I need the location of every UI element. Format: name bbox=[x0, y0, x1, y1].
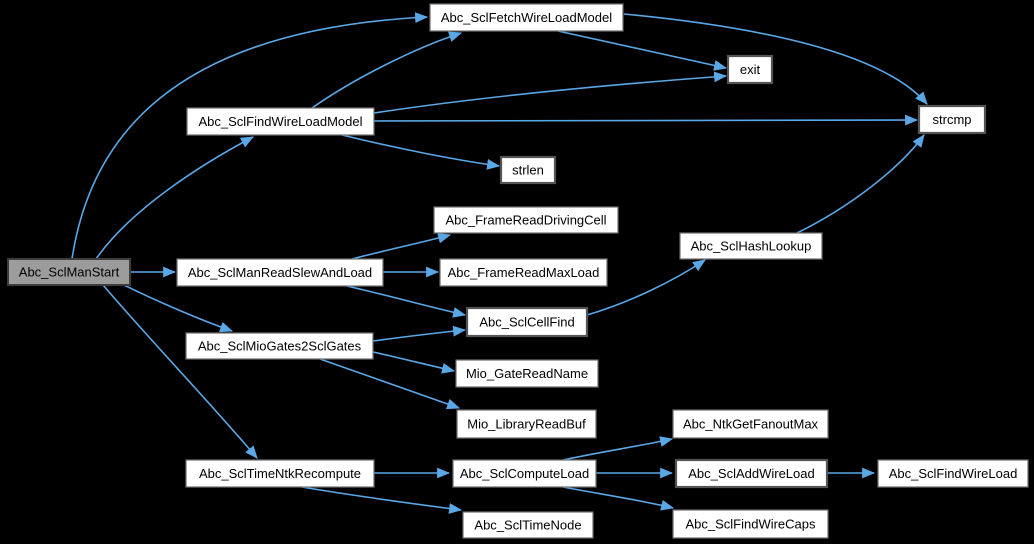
edges-layer bbox=[71, 12, 928, 514]
node-label-computeload: Abc_SclComputeLoad bbox=[460, 466, 589, 481]
node-label-fanoutmax: Abc_NtkGetFanoutMax bbox=[683, 417, 819, 432]
call-edge-readslew-to-drivingcell bbox=[351, 232, 452, 260]
call-edge-hashlookup-to-strcmp bbox=[796, 134, 925, 234]
node-box-miogates bbox=[185, 332, 374, 360]
node-box-fanoutmax bbox=[672, 409, 829, 439]
node-label-strcmp: strcmp bbox=[933, 112, 972, 127]
node-box-addwireload bbox=[674, 458, 829, 489]
call-edge-miogates-to-libreadbuf bbox=[319, 358, 461, 410]
node-box-cellfind bbox=[465, 306, 589, 338]
call-edge-timentk-to-timenode bbox=[301, 486, 463, 514]
node-box-hashlookup bbox=[679, 232, 823, 260]
node-box-maxload bbox=[439, 258, 608, 287]
node-label-addwireload: Abc_SclAddWireLoad bbox=[688, 466, 814, 481]
graph-node-miogates[interactable]: Abc_SclMioGates2SclGates bbox=[185, 332, 374, 360]
node-label-findwireload: Abc_SclFindWireLoad bbox=[889, 466, 1018, 481]
node-box-timentk bbox=[185, 459, 375, 488]
node-label-libreadbuf: Mio_LibraryReadBuf bbox=[467, 417, 586, 432]
graph-node-findwlm[interactable]: Abc_SclFindWireLoadModel bbox=[186, 107, 375, 136]
call-edge-fetch-to-strcmp bbox=[623, 13, 928, 105]
nodes-layer: Abc_SclManStart Abc_SclFetchWireLoadModel… bbox=[7, 3, 1029, 539]
graph-node-timenode[interactable]: Abc_SclTimeNode bbox=[462, 511, 594, 539]
graph-node-strcmp: strcmp bbox=[917, 104, 987, 135]
graph-node-findwireload[interactable]: Abc_SclFindWireLoad bbox=[877, 459, 1029, 488]
call-edge-manstart-to-miogates bbox=[119, 282, 234, 333]
call-edge-findwlm-to-strcmp bbox=[373, 114, 919, 126]
call-edge-manstart-to-timentk bbox=[102, 284, 258, 459]
graph-node-addwireload[interactable]: Abc_SclAddWireLoad bbox=[674, 458, 829, 489]
call-edge-computeload-to-fanoutmax bbox=[562, 436, 674, 461]
node-box-strcmp bbox=[917, 104, 987, 135]
node-label-timenode: Abc_SclTimeNode bbox=[474, 518, 581, 533]
call-edge-readslew-to-cellfind bbox=[346, 285, 467, 318]
node-box-timenode bbox=[462, 511, 594, 539]
node-box-gatereadname bbox=[455, 359, 599, 388]
graph-node-exit: exit bbox=[726, 54, 774, 85]
node-box-libreadbuf bbox=[456, 409, 597, 439]
node-label-fetch: Abc_SclFetchWireLoadModel bbox=[441, 10, 612, 25]
graph-node-fanoutmax[interactable]: Abc_NtkGetFanoutMax bbox=[672, 409, 829, 439]
call-edge-manstart-to-fetch bbox=[71, 12, 429, 260]
node-label-maxload: Abc_FrameReadMaxLoad bbox=[448, 265, 600, 280]
node-box-fetch bbox=[429, 3, 624, 32]
node-label-exit: exit bbox=[740, 62, 761, 77]
node-label-findwirecaps: Abc_SclFindWireCaps bbox=[685, 517, 816, 532]
graph-node-gatereadname[interactable]: Mio_GateReadName bbox=[455, 359, 599, 388]
node-box-findwlm bbox=[186, 107, 375, 136]
node-label-cellfind: Abc_SclCellFind bbox=[479, 315, 574, 330]
node-label-findwlm: Abc_SclFindWireLoadModel bbox=[198, 114, 362, 129]
node-label-manstart: Abc_SclManStart bbox=[19, 265, 120, 280]
node-label-drivingcell: Abc_FrameReadDrivingCell bbox=[445, 213, 606, 228]
node-box-drivingcell bbox=[433, 206, 619, 234]
node-label-readslew: Abc_SclManReadSlewAndLoad bbox=[188, 265, 372, 280]
node-label-strlen: strlen bbox=[512, 163, 544, 178]
node-box-readslew bbox=[176, 258, 384, 287]
node-label-timentk: Abc_SclTimeNtkRecompute bbox=[199, 466, 361, 481]
call-edge-fetch-to-exit bbox=[557, 30, 728, 71]
call-edge-miogates-to-cellfind bbox=[372, 325, 467, 342]
node-box-manstart bbox=[7, 258, 131, 286]
graph-node-cellfind[interactable]: Abc_SclCellFind bbox=[465, 306, 589, 338]
graph-node-libreadbuf[interactable]: Mio_LibraryReadBuf bbox=[456, 409, 597, 439]
node-box-exit bbox=[726, 54, 774, 85]
graph-node-hashlookup[interactable]: Abc_SclHashLookup bbox=[679, 232, 823, 260]
graph-node-timentk[interactable]: Abc_SclTimeNtkRecompute bbox=[185, 459, 375, 488]
call-edge-findwlm-to-strlen bbox=[341, 134, 501, 170]
call-edge-computeload-to-findwirecaps bbox=[562, 486, 675, 511]
node-box-findwireload bbox=[877, 459, 1029, 488]
call-edge-findwlm-to-exit bbox=[373, 71, 728, 114]
graph-node-maxload[interactable]: Abc_FrameReadMaxLoad bbox=[439, 258, 608, 287]
node-label-gatereadname: Mio_GateReadName bbox=[466, 366, 588, 381]
call-edge-cellfind-to-hashlookup bbox=[586, 259, 706, 316]
graph-node-computeload[interactable]: Abc_SclComputeLoad bbox=[452, 459, 597, 488]
call-edge-manstart-to-findwlm bbox=[95, 136, 254, 260]
node-label-miogates: Abc_SclMioGates2SclGates bbox=[198, 339, 362, 354]
call-edge-findwlm-to-fetch bbox=[311, 31, 463, 109]
graph-node-fetch[interactable]: Abc_SclFetchWireLoadModel bbox=[429, 3, 624, 32]
graph-node-findwirecaps[interactable]: Abc_SclFindWireCaps bbox=[672, 509, 829, 539]
node-box-strlen bbox=[499, 155, 557, 185]
call-edge-miogates-to-gatereadname bbox=[372, 351, 456, 374]
graph-node-manstart: Abc_SclManStart bbox=[7, 258, 131, 286]
graph-node-drivingcell[interactable]: Abc_FrameReadDrivingCell bbox=[433, 206, 619, 234]
node-box-computeload bbox=[452, 459, 597, 488]
node-label-hashlookup: Abc_SclHashLookup bbox=[691, 239, 812, 254]
graph-node-readslew[interactable]: Abc_SclManReadSlewAndLoad bbox=[176, 258, 384, 287]
node-box-findwirecaps bbox=[672, 509, 829, 539]
graph-node-strlen: strlen bbox=[499, 155, 557, 185]
